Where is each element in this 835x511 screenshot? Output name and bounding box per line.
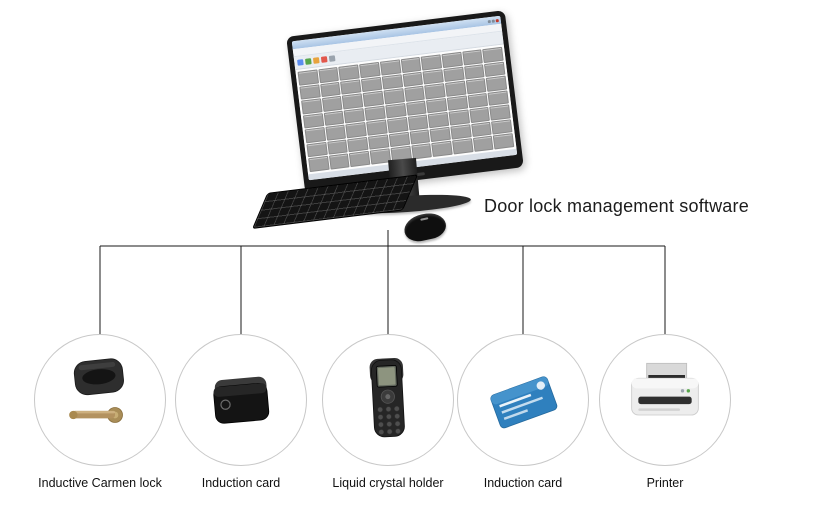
room-button — [448, 109, 470, 126]
room-button — [385, 102, 407, 119]
room-button — [362, 90, 384, 107]
room-button — [493, 133, 515, 150]
room-button — [482, 46, 504, 63]
device-circle — [175, 334, 307, 466]
room-button — [328, 153, 350, 170]
room-button — [321, 95, 343, 112]
room-button — [409, 129, 431, 146]
room-button — [338, 64, 360, 81]
room-button — [345, 122, 367, 139]
device-label: Induction card — [201, 476, 281, 490]
room-button — [308, 156, 330, 173]
room-button — [297, 69, 319, 86]
room-button — [472, 136, 494, 152]
toolbar-icon — [328, 55, 336, 62]
room-button — [319, 81, 342, 98]
room-button — [443, 66, 465, 83]
induction-card-icon — [490, 376, 558, 429]
minimize-icon — [487, 19, 491, 23]
room-button — [347, 136, 369, 153]
room-button — [304, 127, 326, 144]
device-circle — [34, 334, 166, 466]
room-button — [383, 88, 405, 105]
device-induction-card: Induction card — [457, 334, 589, 490]
device-liquid-crystal-holder: Liquid crystal holder — [322, 334, 454, 490]
toolbar-icon — [297, 59, 304, 66]
room-button — [444, 80, 467, 97]
room-button — [326, 139, 349, 156]
room-button — [368, 134, 390, 151]
room-button — [364, 105, 386, 122]
toolbar-icon — [320, 56, 328, 63]
room-button — [342, 93, 364, 110]
room-button — [429, 126, 451, 143]
room-button — [388, 131, 410, 148]
device-label: Inductive Carmen lock — [38, 476, 162, 490]
software-label: Door lock management software — [484, 196, 749, 216]
room-button — [318, 66, 340, 83]
device-circle — [457, 334, 589, 466]
room-button — [340, 78, 362, 95]
room-button — [420, 54, 442, 71]
room-button — [403, 85, 425, 102]
room-button — [485, 75, 508, 92]
device-circle — [599, 334, 731, 466]
printer-icon — [631, 362, 699, 416]
device-label: Liquid crystal holder — [332, 476, 444, 490]
room-button — [484, 61, 506, 78]
toolbar-icon — [304, 58, 312, 65]
room-button — [379, 59, 401, 76]
maximize-icon — [491, 18, 495, 23]
room-button — [343, 107, 366, 124]
room-button — [489, 104, 511, 121]
room-button — [467, 92, 489, 109]
room-button — [446, 95, 468, 112]
room-button — [349, 151, 371, 168]
room-button — [306, 141, 328, 158]
close-icon — [495, 18, 499, 22]
room-button — [424, 83, 446, 100]
room-button — [470, 121, 492, 138]
room-button — [461, 49, 484, 66]
room-button — [465, 78, 487, 95]
room-button — [441, 51, 463, 68]
room-button — [299, 83, 321, 100]
room-button — [360, 76, 383, 93]
room-button — [402, 71, 424, 88]
room-button — [381, 73, 403, 90]
room-button — [468, 107, 491, 124]
device-label: Induction card — [483, 476, 563, 490]
room-button — [386, 117, 409, 134]
card-encoder-icon — [213, 376, 270, 424]
room-button — [426, 97, 448, 114]
room-button — [463, 63, 485, 80]
software-screen — [291, 15, 518, 181]
room-button — [431, 141, 453, 157]
room-button — [491, 119, 513, 135]
room-button — [405, 100, 427, 117]
device-circle — [322, 334, 454, 466]
toolbar-icon — [312, 57, 320, 64]
room-button — [359, 61, 381, 78]
room-button — [302, 112, 325, 129]
device-inductive-carmen-lock: Inductive Carmen lock — [34, 334, 166, 490]
room-button — [325, 124, 347, 141]
room-button — [400, 56, 422, 73]
room-button — [450, 124, 472, 140]
room-button — [422, 68, 444, 85]
room-button — [407, 114, 429, 131]
room-button — [323, 110, 345, 127]
room-button — [301, 98, 323, 115]
device-printer: Printer — [599, 334, 731, 490]
device-induction-card-encoder: Induction card — [175, 334, 307, 490]
room-button — [487, 90, 509, 107]
device-label: Printer — [646, 476, 684, 490]
room-button — [366, 119, 388, 136]
room-button — [427, 112, 450, 129]
mouse — [401, 209, 449, 245]
handheld-terminal-icon — [369, 357, 405, 438]
carmen-lock-icon — [69, 358, 124, 423]
room-button — [451, 138, 474, 155]
